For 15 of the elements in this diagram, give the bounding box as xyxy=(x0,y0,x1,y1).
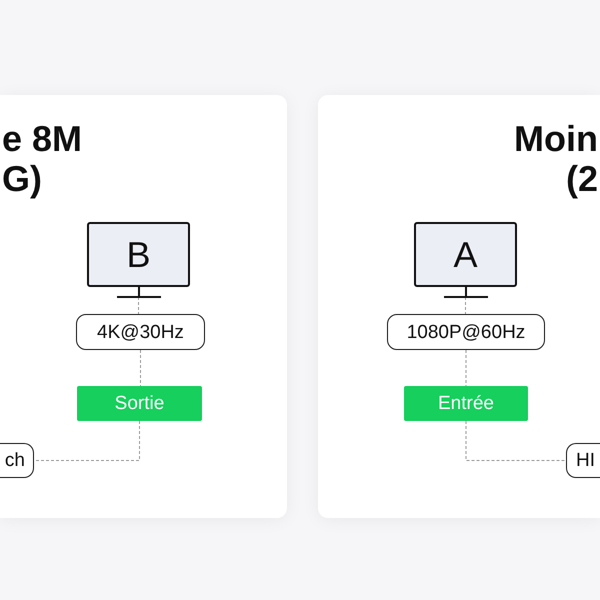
monitor-screen: A xyxy=(414,222,517,287)
card xyxy=(318,95,600,518)
resolution-tag: 4K@30Hz xyxy=(76,314,205,350)
card-title: e 8M G) xyxy=(2,119,84,199)
direction-tag: Sortie xyxy=(77,386,202,421)
card-title: Moin (2 xyxy=(513,119,598,199)
port-tag: ch xyxy=(0,443,34,478)
port-tag: HI xyxy=(566,443,600,478)
card xyxy=(0,95,287,518)
resolution-tag: 1080P@60Hz xyxy=(387,314,545,350)
dashed-connector xyxy=(34,420,140,461)
dashed-connector xyxy=(140,350,141,386)
dashed-connector xyxy=(466,420,566,461)
direction-tag: Entrée xyxy=(404,386,528,421)
monitor-screen: B xyxy=(87,222,190,287)
